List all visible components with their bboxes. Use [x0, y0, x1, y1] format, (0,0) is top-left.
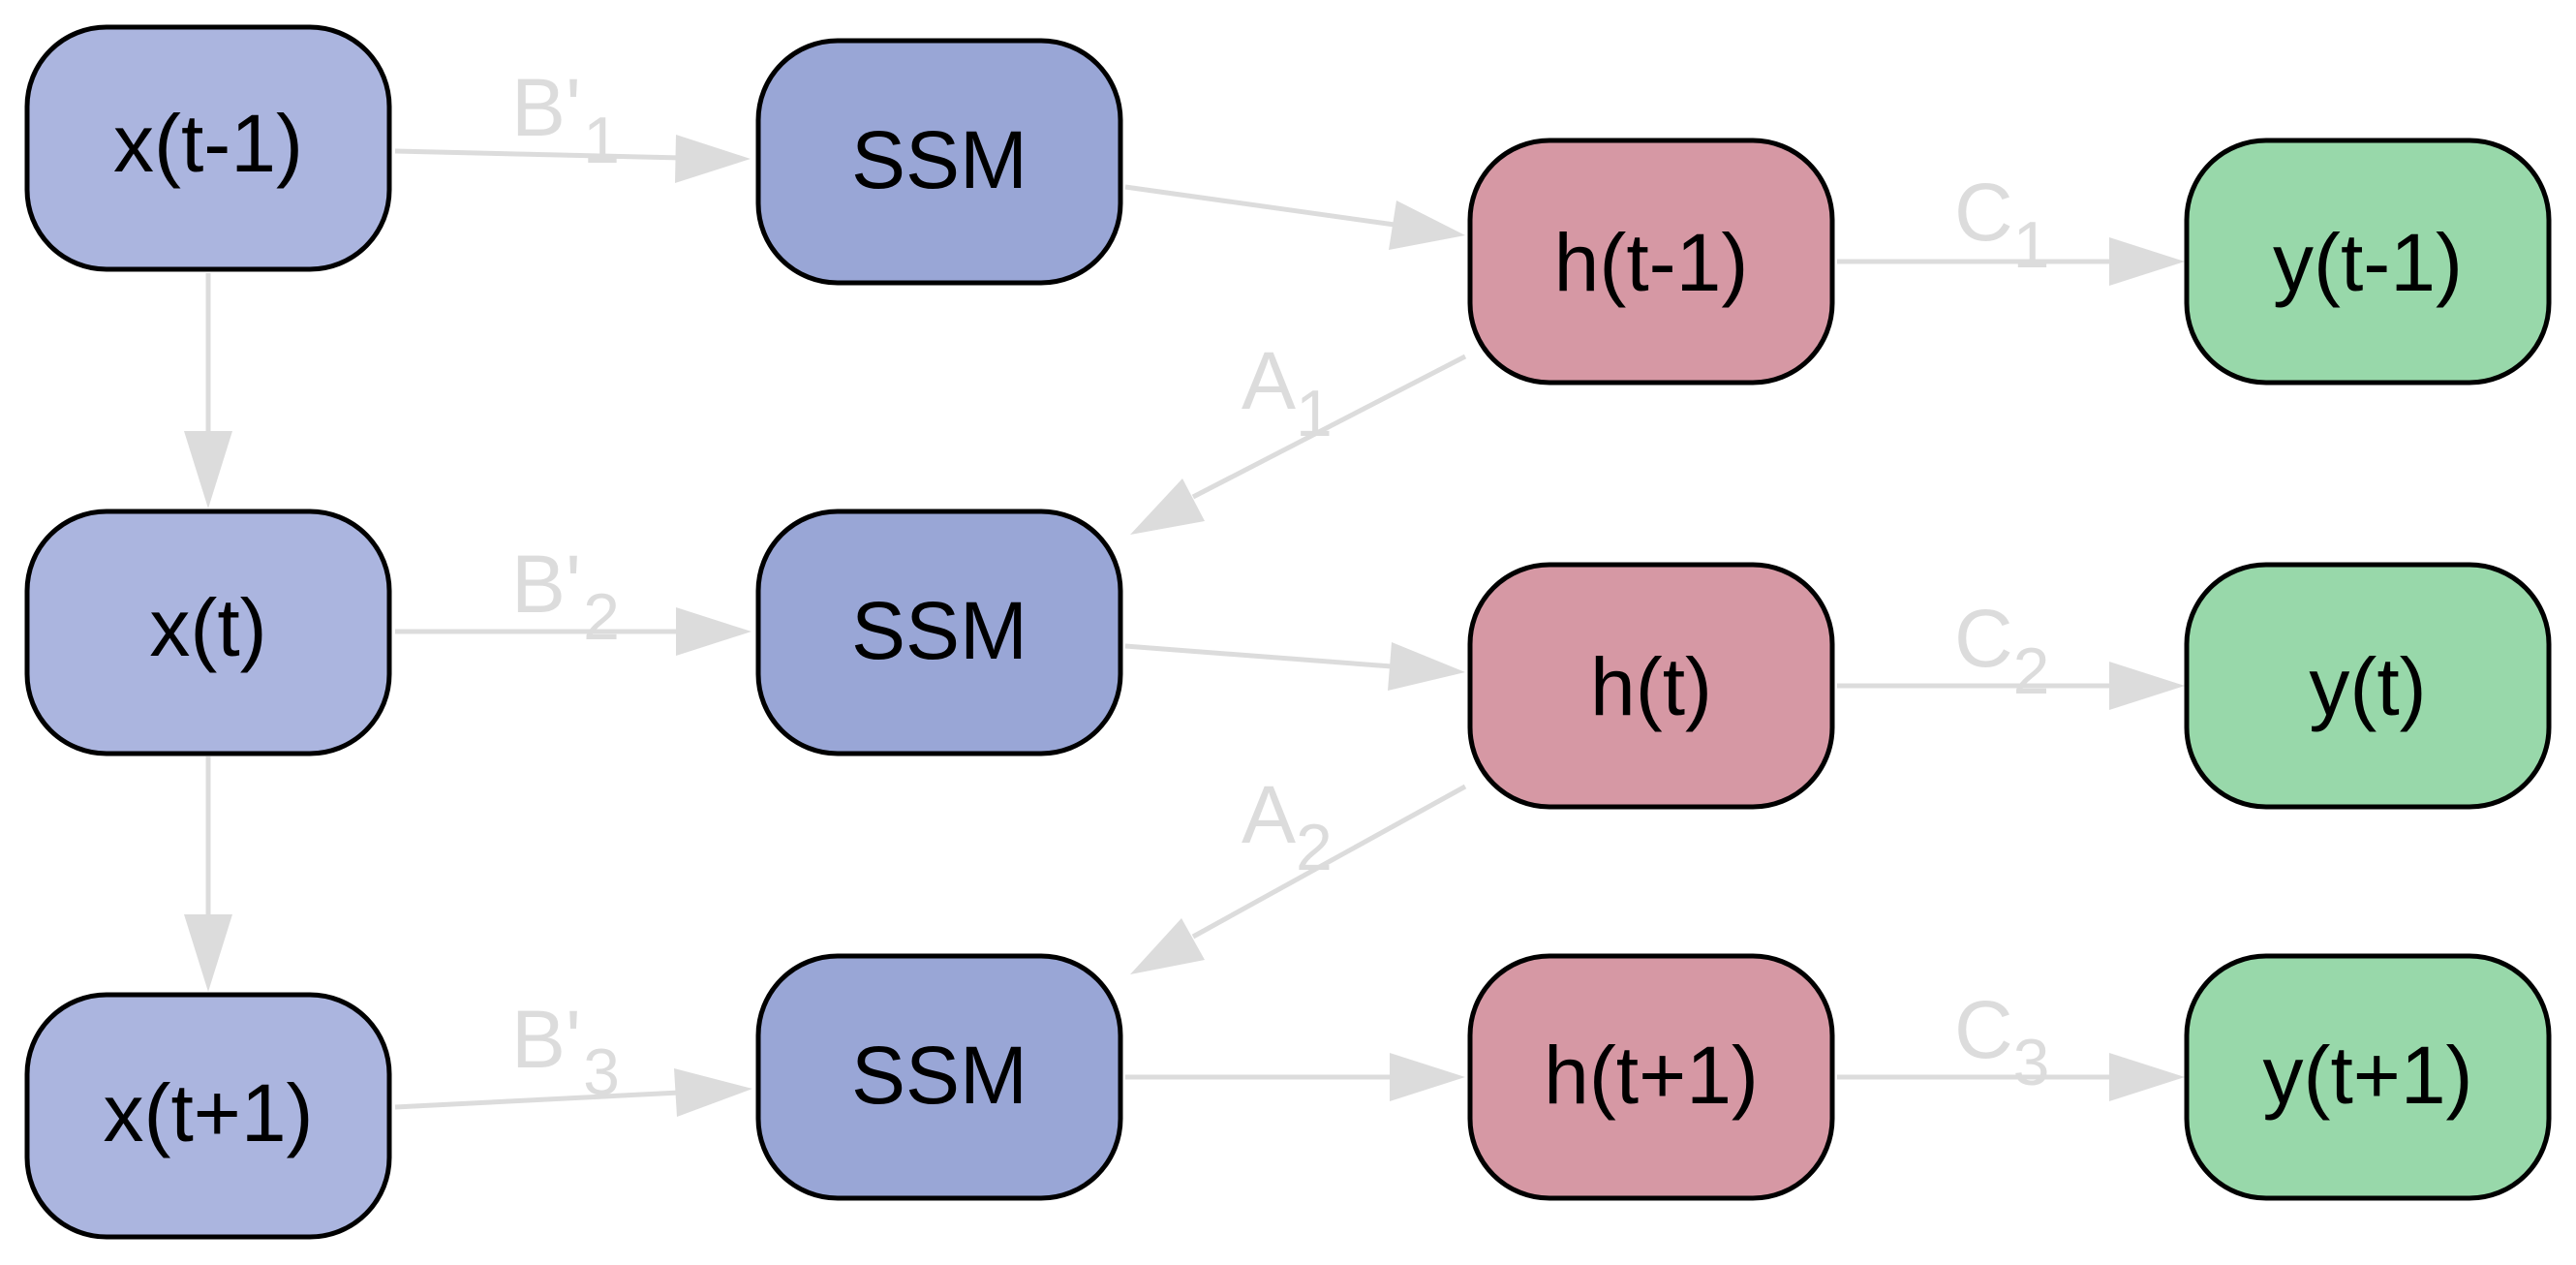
node-h-next-label: h(t+1) — [1544, 1030, 1759, 1121]
node-x-next: x(t+1) — [24, 992, 392, 1240]
node-x-prev: x(t-1) — [24, 24, 392, 272]
arrowhead-h-curr-to-y-curr — [2109, 662, 2185, 710]
node-x-next-label: x(t+1) — [103, 1067, 313, 1158]
edge-label-c1: C1 — [1954, 167, 2050, 282]
node-x-curr-label: x(t) — [149, 582, 266, 673]
arrowhead-h-prev-to-y-prev — [2109, 237, 2185, 286]
node-y-curr: y(t) — [2184, 562, 2552, 810]
node-h-prev-label: h(t-1) — [1554, 217, 1749, 308]
arrowhead-h-curr-to-ssm-3 — [1130, 918, 1205, 974]
node-h-next: h(t+1) — [1467, 953, 1835, 1201]
node-h-next-box — [1467, 953, 1835, 1201]
edge-label-b1: B'1 — [511, 62, 620, 177]
edge-label-b3: B'3 — [511, 994, 620, 1109]
node-y-next-label: y(t+1) — [2262, 1030, 2472, 1121]
arrowhead-ssm-1-to-h-prev — [1389, 201, 1465, 250]
node-h-prev: h(t-1) — [1467, 138, 1835, 386]
node-y-next: y(t+1) — [2184, 953, 2552, 1201]
arrowhead-ssm-2-to-h-curr — [1388, 642, 1465, 691]
node-ssm-3: SSM — [755, 953, 1123, 1201]
node-y-prev-box — [2184, 138, 2552, 386]
edge-label-b2-main: B' — [511, 539, 581, 630]
edge-label-c3: C3 — [1954, 984, 2050, 1099]
node-ssm-1-box — [755, 38, 1123, 286]
node-h-curr-box — [1467, 562, 1835, 810]
edge-label-c3-main: C — [1954, 984, 2013, 1075]
edge-ssm-1-to-h-prev — [1124, 184, 1395, 228]
node-ssm-3-box — [755, 953, 1123, 1201]
edge-label-c3-sub: 3 — [2013, 1026, 2050, 1099]
arrowhead-x-curr-to-ssm-2 — [676, 607, 751, 656]
edge-label-b1-main: B' — [511, 62, 581, 153]
arrowhead-x-next-to-ssm-3 — [674, 1068, 752, 1117]
arrowhead-x-prev-to-ssm-1 — [675, 135, 751, 183]
edge-label-c2-main: C — [1954, 593, 2013, 684]
edge-x-prev-to-ssm-1 — [394, 148, 684, 161]
node-ssm-1: SSM — [755, 38, 1123, 286]
node-y-next-box — [2184, 953, 2552, 1201]
edge-label-a1-sub: 1 — [1296, 377, 1333, 450]
edge-label-c1-main: C — [1954, 167, 2013, 258]
edge-label-a1: A1 — [1242, 335, 1333, 450]
node-x-prev-label: x(t-1) — [113, 98, 303, 189]
node-h-prev-box — [1467, 138, 1835, 386]
node-ssm-2: SSM — [755, 509, 1123, 756]
edge-labels: B'1 B'2 B'3 A1 A2 C1 C2 C3 — [511, 62, 2050, 1109]
nodes: x(t-1) x(t) x(t+1) SSM SSM SSM h(t-1) — [24, 24, 2552, 1240]
edge-x-next-to-ssm-3 — [394, 1090, 681, 1110]
node-ssm-3-label: SSM — [851, 1030, 1027, 1121]
edge-label-c2-sub: 2 — [2013, 634, 2050, 708]
arrowhead-h-prev-to-ssm-2 — [1130, 478, 1205, 535]
node-x-prev-box — [24, 24, 392, 272]
edge-label-c1-sub: 1 — [2013, 208, 2050, 282]
arrowhead-h-next-to-y-next — [2109, 1053, 2185, 1101]
edge-h-curr-to-ssm-3 — [1191, 784, 1467, 940]
node-x-curr-box — [24, 509, 392, 756]
node-y-curr-box — [2184, 562, 2552, 810]
edge-label-a2-main: A — [1242, 769, 1296, 860]
node-h-curr-label: h(t) — [1590, 641, 1712, 732]
edge-label-a2-sub: 2 — [1296, 811, 1333, 884]
edge-label-b3-sub: 3 — [583, 1035, 620, 1109]
edge-label-b2-sub: 2 — [583, 580, 620, 654]
node-ssm-2-label: SSM — [851, 585, 1027, 676]
node-h-curr: h(t) — [1467, 562, 1835, 810]
node-ssm-2-box — [755, 509, 1123, 756]
edges — [184, 135, 2185, 1117]
edge-ssm-2-to-h-curr — [1124, 643, 1393, 669]
edge-label-c2: C2 — [1954, 593, 2050, 708]
node-y-prev-label: y(t-1) — [2273, 217, 2463, 308]
edge-label-a1-main: A — [1242, 335, 1296, 426]
arrowhead-x-curr-to-x-next — [184, 914, 232, 992]
node-x-curr: x(t) — [24, 509, 392, 756]
node-x-next-box — [24, 992, 392, 1240]
edge-h-prev-to-ssm-2 — [1191, 354, 1467, 500]
node-y-prev: y(t-1) — [2184, 138, 2552, 386]
edge-label-b1-sub: 1 — [583, 104, 620, 177]
node-y-curr-label: y(t) — [2309, 641, 2426, 732]
arrowhead-x-prev-to-x-curr — [184, 431, 232, 509]
edge-label-b2: B'2 — [511, 539, 620, 654]
arrowhead-ssm-3-to-h-next — [1390, 1053, 1465, 1101]
edge-label-b3-main: B' — [511, 994, 581, 1085]
node-ssm-1-label: SSM — [851, 114, 1027, 205]
edge-label-a2: A2 — [1242, 769, 1333, 884]
